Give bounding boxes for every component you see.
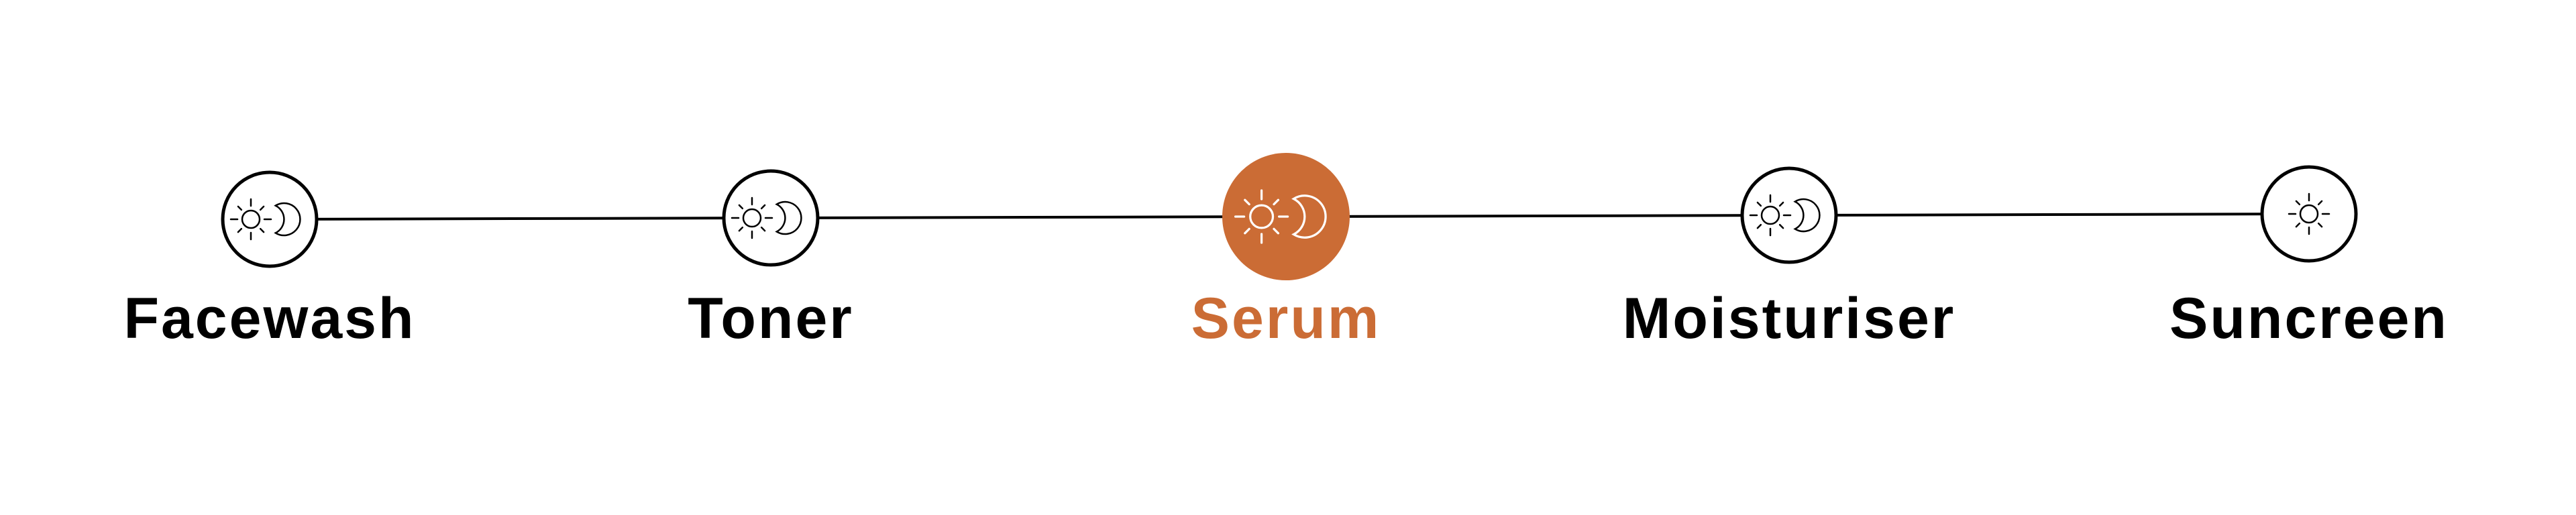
connector-line (1285, 214, 1790, 219)
moon-icon (274, 202, 301, 237)
step-node-moisturiser[interactable] (1740, 166, 1838, 264)
sun-icon (1234, 189, 1289, 244)
moon-icon (775, 201, 802, 235)
moon-icon (1793, 198, 1821, 233)
step-label-toner: Toner (688, 286, 854, 351)
sun-icon (731, 196, 773, 239)
connector-line (1788, 213, 2310, 217)
step-node-suncreen[interactable] (2260, 165, 2358, 263)
sun-icon (1749, 194, 1792, 237)
moon-icon (1291, 194, 1327, 239)
step-node-serum[interactable] (1222, 153, 1350, 281)
step-label-facewash: Facewash (123, 286, 416, 351)
step-label-moisturiser: Moisturiser (1622, 286, 1956, 351)
step-circle (2260, 165, 2358, 263)
step-node-toner[interactable] (722, 169, 820, 267)
connector-line (770, 215, 1287, 220)
step-label-suncreen: Suncreen (2169, 286, 2449, 351)
step-label-serum: Serum (1191, 286, 1381, 351)
connector-line (269, 217, 771, 221)
sun-icon (229, 198, 272, 241)
step-node-facewash[interactable] (221, 170, 319, 268)
sun-icon (2288, 192, 2330, 235)
